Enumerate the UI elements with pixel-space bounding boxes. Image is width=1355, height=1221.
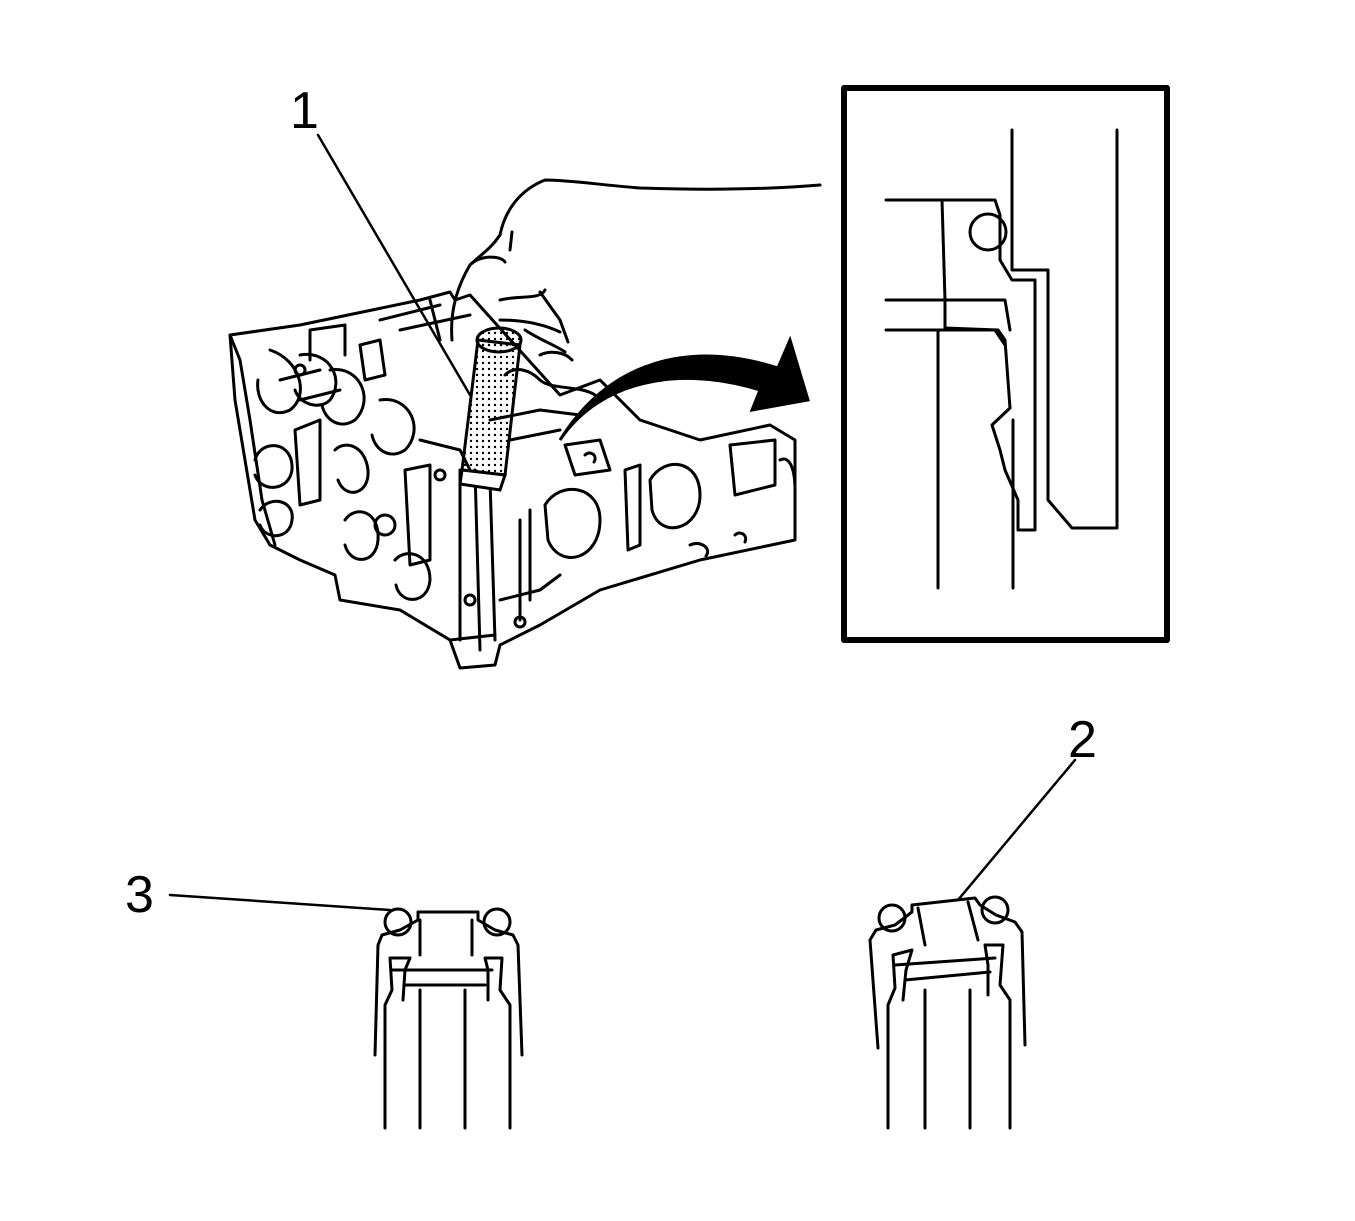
callout-1-label: 1 bbox=[290, 82, 319, 140]
callout-2-leader bbox=[956, 758, 1077, 902]
valve-stem-seal-icon bbox=[868, 895, 1027, 1130]
callout-3-label: 3 bbox=[125, 866, 154, 924]
callout-leaders bbox=[168, 133, 1077, 912]
valve-stem-seal-icon bbox=[373, 907, 524, 1130]
callout-3-leader bbox=[168, 893, 392, 912]
callout-1-leader bbox=[316, 133, 472, 397]
callout-2-label: 2 bbox=[1068, 711, 1097, 769]
seal-detail-inset bbox=[841, 85, 1170, 643]
seal-installer-tool-icon bbox=[458, 326, 523, 492]
installation-arrow-icon bbox=[558, 335, 810, 441]
hand-illustration bbox=[450, 178, 822, 397]
cylinder-head-illustration bbox=[228, 290, 797, 670]
